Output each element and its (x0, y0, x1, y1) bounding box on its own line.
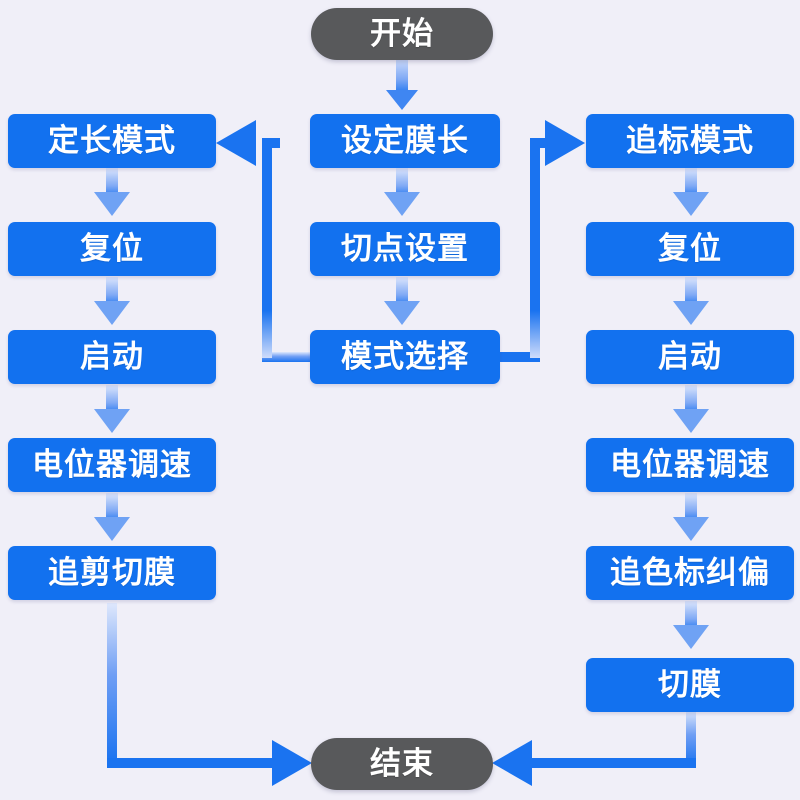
node-mode-selection-label: 模式选择 (341, 338, 469, 375)
arrow-left-2 (94, 277, 130, 325)
node-right-start[interactable]: 启动 (586, 330, 794, 384)
node-left-reset[interactable]: 复位 (8, 222, 216, 276)
node-right-potentiometer-speed[interactable]: 电位器调速 (586, 438, 794, 492)
arrow-left-1 (94, 168, 130, 216)
connector-mode-to-fixedlength (216, 120, 314, 362)
node-cut-film[interactable]: 切膜 (586, 658, 794, 712)
arrow-right-1 (673, 168, 709, 216)
node-left-start[interactable]: 启动 (8, 330, 216, 384)
arrow-center-2 (384, 277, 420, 325)
node-left-potentiometer-speed[interactable]: 电位器调速 (8, 438, 216, 492)
node-start-label: 开始 (370, 15, 434, 52)
node-color-mark-correction-label: 追色标纠偏 (610, 554, 770, 591)
node-mode-selection[interactable]: 模式选择 (310, 330, 500, 384)
node-track-mark-mode-label: 追标模式 (626, 122, 754, 159)
node-end-label: 结束 (370, 745, 434, 782)
node-cut-point-setting[interactable]: 切点设置 (310, 222, 500, 276)
node-right-reset[interactable]: 复位 (586, 222, 794, 276)
arrow-right-4 (673, 493, 709, 541)
node-end[interactable]: 结束 (311, 738, 493, 790)
node-track-mark-mode[interactable]: 追标模式 (586, 114, 794, 168)
node-fixed-length-mode[interactable]: 定长模式 (8, 114, 216, 168)
node-set-film-length-label: 设定膜长 (341, 122, 469, 159)
arrow-right-3 (673, 385, 709, 433)
node-left-reset-label: 复位 (80, 230, 144, 267)
arrow-center-1 (384, 168, 420, 216)
connector-mode-to-trackmark (500, 120, 585, 362)
node-set-film-length[interactable]: 设定膜长 (310, 114, 500, 168)
node-right-start-label: 启动 (658, 338, 722, 375)
node-chase-cut-film[interactable]: 追剪切膜 (8, 546, 216, 600)
node-cut-point-setting-label: 切点设置 (341, 230, 469, 267)
connector-left-to-end (107, 603, 312, 786)
arrow-start-to-setlength (386, 55, 418, 110)
node-right-reset-label: 复位 (658, 230, 722, 267)
arrow-right-2 (673, 277, 709, 325)
node-left-start-label: 启动 (80, 338, 144, 375)
arrow-left-4 (94, 493, 130, 541)
connector-right-to-end (492, 710, 696, 786)
node-cut-film-label: 切膜 (658, 666, 722, 703)
node-right-potentiometer-speed-label: 电位器调速 (610, 446, 770, 483)
node-fixed-length-mode-label: 定长模式 (48, 122, 176, 159)
node-color-mark-correction[interactable]: 追色标纠偏 (586, 546, 794, 600)
arrow-left-3 (94, 385, 130, 433)
node-start[interactable]: 开始 (311, 8, 493, 60)
arrow-right-5 (673, 601, 709, 649)
node-left-potentiometer-speed-label: 电位器调速 (32, 446, 192, 483)
node-chase-cut-film-label: 追剪切膜 (48, 554, 176, 591)
